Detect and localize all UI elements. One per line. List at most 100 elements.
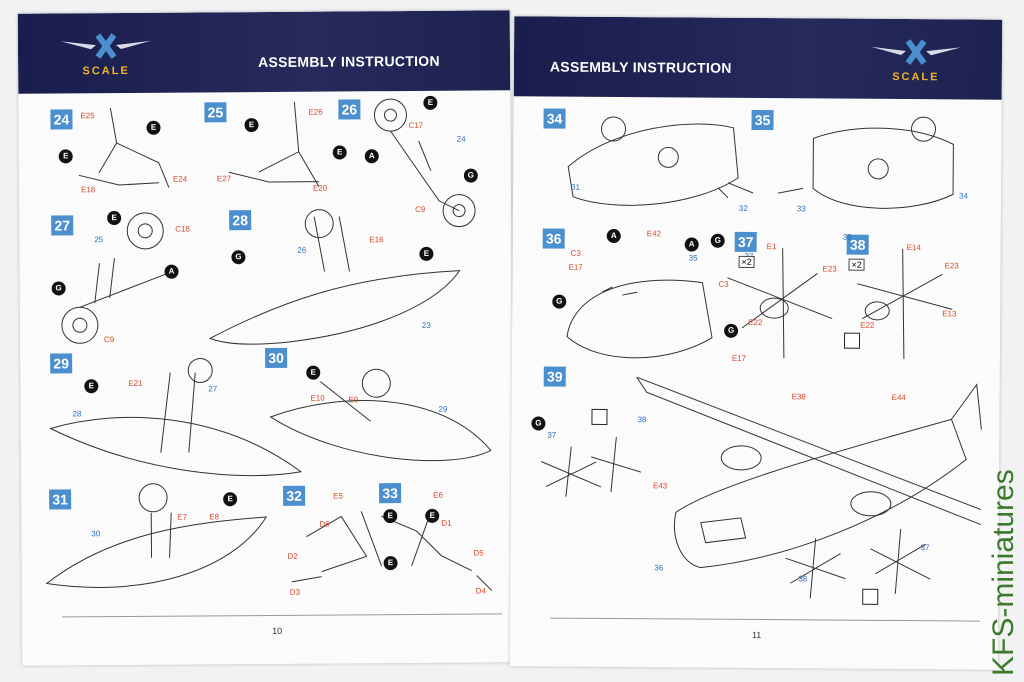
step-number: 31 [49,489,72,510]
step-number: 30 [265,347,288,369]
part-label: E23 [944,261,959,271]
step-number: 35 [751,109,774,131]
assembly-drawings [45,98,493,591]
page-header-banner: ASSEMBLY INSTRUCTION SCALE [513,16,1003,100]
glue-marker: E [419,246,434,261]
glue-marker: E [107,211,122,226]
part-label: D5 [473,548,484,558]
glue-marker: E [58,149,73,164]
step-number: 27 [51,215,74,236]
part-label: E18 [80,185,96,195]
sub-assembly-ref: 29 [438,404,448,414]
part-label: E9 [348,395,359,405]
glue-marker: A [606,228,621,244]
xscale-logo: SCALE [866,33,966,90]
left-page: SCALE ASSEMBLY INSTRUCTION [17,10,515,666]
part-label: E44 [891,392,906,403]
sub-assembly-ref: 24 [456,134,466,144]
part-label: E8 [209,512,220,522]
sub-assembly-ref: 38 [798,574,808,584]
step-number: 24 [50,109,73,130]
wing-x-icon [871,39,962,65]
part-label: E22 [748,317,763,328]
part-label: E38 [791,392,806,402]
glue-marker: G [552,294,567,309]
part-label: E42 [646,229,662,239]
sub-assembly-ref: 31 [571,182,581,192]
page-number: 11 [751,629,762,641]
sub-assembly-ref: 33 [796,204,806,214]
sub-assembly-ref: 27 [208,384,218,394]
step-number: 32 [283,485,306,506]
watermark-text: KFS-miniatures [987,469,1020,676]
sub-assembly-ref: 26 [297,245,307,255]
part-label: D2 [287,551,298,561]
quantity-multiplier: ×2 [738,255,755,268]
part-label: E13 [942,309,957,319]
part-label: C3 [570,248,581,258]
step-number: 26 [338,99,361,120]
glue-marker: G [51,281,66,296]
sub-assembly-ref: 23 [421,320,431,330]
glue-marker: G [231,250,246,265]
glue-marker: E [383,556,398,571]
part-label: E23 [822,264,837,274]
part-label: E7 [177,512,188,522]
glue-marker: E [146,120,161,135]
glue-marker: A [364,149,379,164]
sub-assembly-ref: 35 [688,253,698,263]
step-number: 29 [50,353,73,374]
glue-marker: E [425,508,440,523]
glue-marker: E [423,95,438,110]
part-label: C3 [718,279,729,289]
part-label: E14 [906,243,921,253]
right-page: ASSEMBLY INSTRUCTION SCALE [509,16,1003,670]
part-label: E6 [433,490,443,500]
step-number: 36 [542,228,565,249]
decal-icon [843,332,861,349]
part-label: E16 [369,235,384,245]
glue-marker: G [463,168,478,183]
page-number: 10 [272,625,283,636]
sub-assembly-ref: 28 [72,409,82,419]
part-label: E5 [333,491,343,501]
part-label: E10 [310,393,325,403]
glue-marker: E [332,145,347,160]
sub-assembly-ref: 38 [637,415,647,425]
part-label: D6 [319,519,330,529]
part-label: E24 [172,174,188,184]
glue-marker: G [710,233,725,248]
watermark: KFS-miniatures [987,469,1020,676]
part-label: C17 [408,120,424,130]
part-label: D3 [289,587,301,597]
glue-marker: G [724,323,739,338]
sub-assembly-ref: 32 [738,203,748,213]
part-label: E1 [766,242,777,252]
sub-assembly-ref: 37 [547,430,557,440]
sub-assembly-ref: 25 [94,235,104,245]
step-number: 33 [379,483,402,504]
step-number: 28 [229,210,252,231]
sub-assembly-ref: 38 [842,232,852,242]
glue-marker: E [244,118,259,133]
part-label: E22 [860,320,875,330]
part-label: E20 [312,183,328,193]
glue-marker: E [84,379,99,394]
assembly-drawings [540,116,982,599]
step-number: 39 [543,366,566,387]
xscale-logo: SCALE [56,27,156,84]
part-label: E43 [652,481,668,491]
sub-assembly-ref: 36 [654,563,664,573]
decal-icon [591,408,608,425]
glue-marker: A [684,237,699,252]
quantity-multiplier: ×2 [848,258,865,271]
part-label: C9 [415,204,426,214]
part-label: E27 [216,174,232,184]
glue-marker: G [531,416,546,431]
sub-assembly-ref: 37 [920,543,930,553]
part-label: E25 [80,111,95,121]
part-label: E17 [731,353,747,363]
part-label: C18 [175,224,190,234]
glue-marker: E [306,365,321,380]
part-label: C9 [103,335,115,345]
